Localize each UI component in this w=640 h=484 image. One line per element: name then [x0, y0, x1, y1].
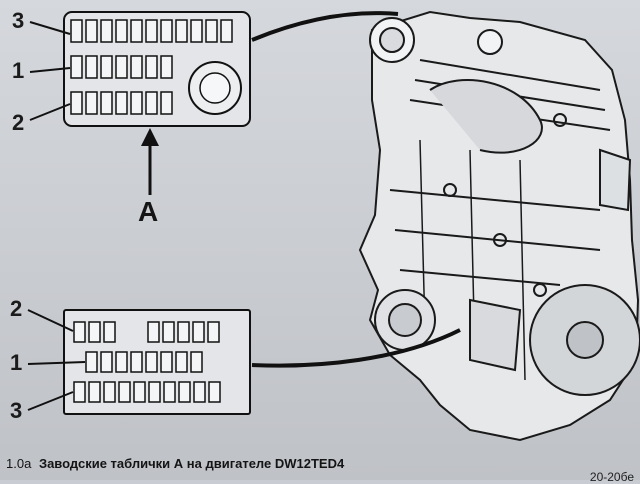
- figure-number: 1.0a: [6, 456, 32, 471]
- plate-bottom-row-label-2: 2: [10, 296, 23, 321]
- arrow-a: [141, 128, 159, 195]
- arrow-label: A: [138, 196, 159, 227]
- figure-caption: 1.0a Заводские таблички А на двигателе D…: [6, 456, 344, 471]
- leader-line-top: [251, 11, 399, 42]
- plate-bottom-row-label-3: 3: [10, 398, 23, 423]
- plate-bottom-row-label-1: 1: [10, 350, 23, 375]
- plate-top: [29, 11, 251, 127]
- plate-top-row-label-3: 3: [12, 8, 25, 33]
- engine-illustration: [358, 10, 640, 442]
- plate-bottom: [27, 309, 251, 415]
- plate-top-row-label-2: 2: [12, 110, 25, 135]
- figure-caption-text: Заводские таблички А на двигателе DW12TE…: [38, 456, 345, 471]
- leader-line-bottom: [251, 328, 461, 368]
- plate-top-row-label-1: 1: [12, 58, 25, 83]
- page-number: 20-20бе: [589, 470, 634, 484]
